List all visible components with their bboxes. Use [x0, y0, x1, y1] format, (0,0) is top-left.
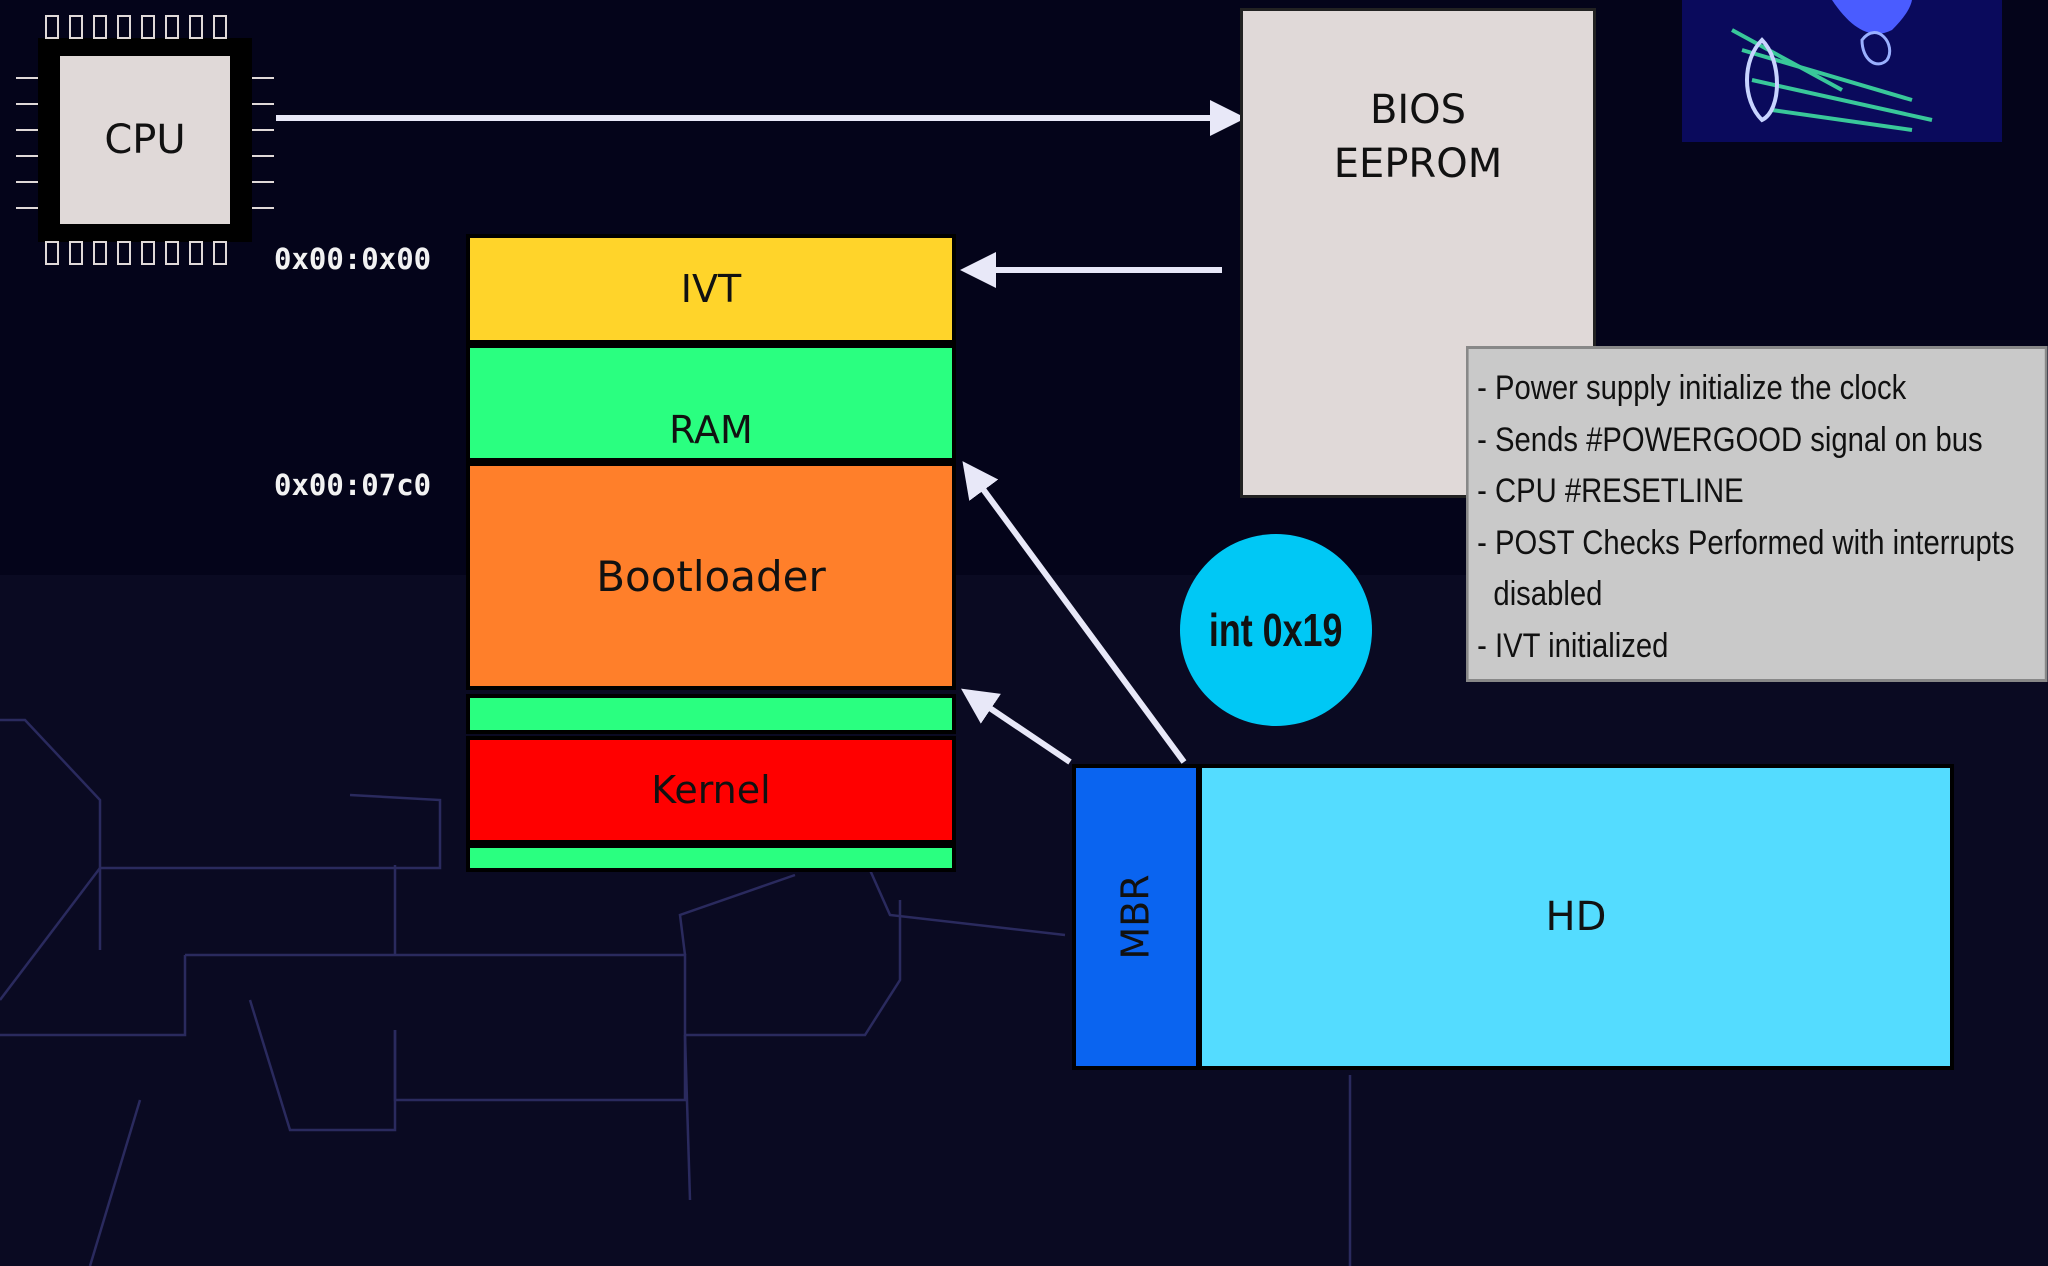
- note-line: - Sends #POWERGOOD signal on bus: [1477, 415, 2041, 467]
- interrupt-badge: int 0x19: [1180, 534, 1372, 726]
- address-ivt: 0x00:0x00: [274, 242, 431, 276]
- interrupt-label: int 0x19: [1209, 603, 1343, 657]
- logo-image: [1682, 0, 2002, 142]
- hd-label: HD: [1546, 894, 1607, 940]
- memory-bootloader-label: Bootloader: [596, 552, 826, 601]
- note-line: - POST Checks Performed with interrupts: [1477, 518, 2041, 570]
- memory-ram-label: RAM: [669, 408, 753, 452]
- address-bootloader: 0x00:07c0: [274, 468, 431, 502]
- disk-hd: HD: [1198, 764, 1954, 1070]
- disk-mbr: MBR: [1072, 764, 1200, 1070]
- logo-graphic: [1682, 0, 2002, 142]
- memory-kernel-label: Kernel: [651, 768, 770, 812]
- mbr-label: MBR: [1114, 874, 1158, 959]
- note-line: disabled: [1477, 569, 2041, 621]
- note-line: - IVT initialized: [1477, 621, 2041, 673]
- arrow-mbr-to-bootloader: [966, 692, 1070, 762]
- bios-label: BIOS: [1334, 83, 1502, 137]
- memory-ram: RAM: [466, 344, 956, 462]
- memory-ram-bottom: [466, 844, 956, 872]
- eeprom-label: EEPROM: [1334, 137, 1502, 191]
- note-line: - CPU #RESETLINE: [1477, 466, 2041, 518]
- memory-ivt-label: IVT: [681, 267, 741, 311]
- note-line: - Power supply initialize the clock: [1477, 363, 2041, 415]
- memory-ivt: IVT: [466, 234, 956, 344]
- boot-steps-notes: - Power supply initialize the clock - Se…: [1466, 346, 2047, 682]
- memory-kernel: Kernel: [466, 736, 956, 844]
- memory-bootloader: Bootloader: [466, 462, 956, 690]
- memory-ram-gap: [466, 694, 956, 734]
